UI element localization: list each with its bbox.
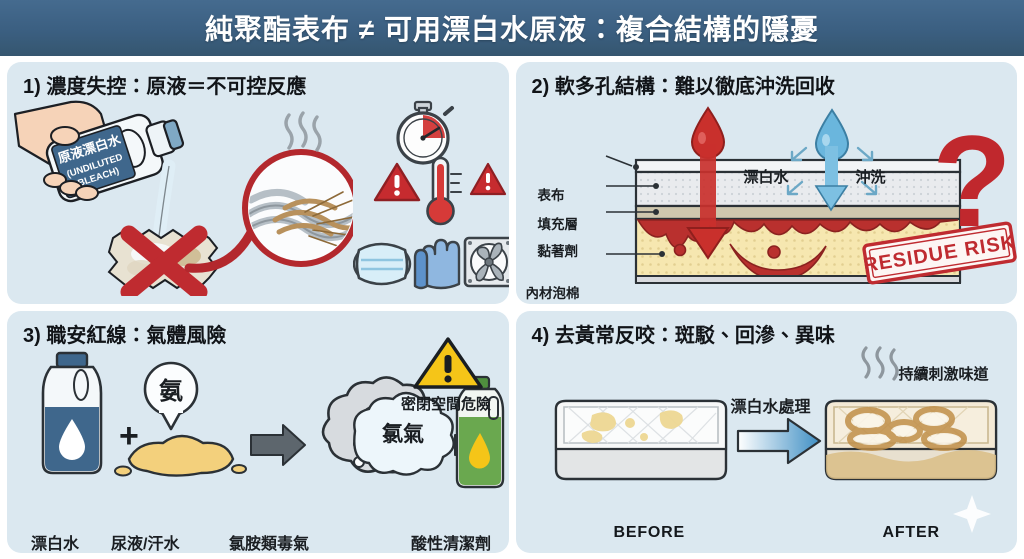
odor-note-label: 持續刺激味道 — [898, 366, 989, 383]
droplet-label-bleach: 漂白水 — [743, 169, 789, 186]
chain-label-acid-cleaner: 酸性清潔劑 — [411, 536, 492, 553]
reaction-arrow-1 — [250, 424, 306, 466]
thermometer-icon — [426, 156, 462, 226]
plus-sign: + — [119, 417, 139, 455]
process-label: 漂白水處理 — [730, 399, 811, 416]
chain-label-bleach: 漂白水 — [31, 536, 80, 553]
layer-label-foam-core: 內材泡棉 — [525, 286, 580, 301]
droplet-label-rinse: 沖洗 — [855, 169, 886, 186]
header-bar: 純聚酯表布 ≠ 可用漂白水原液：複合結構的隱憂 — [0, 0, 1024, 56]
panel-porous-structure: 2) 軟多孔結構：難以徹底沖洗回收 — [515, 62, 1017, 304]
svg-text:氯氣: 氯氣 — [382, 422, 424, 446]
after-label: AFTER — [882, 524, 940, 541]
rinse-arrow — [814, 146, 848, 212]
panel-4-title: 4) 去黃常反咬：斑駁、回滲、異味 — [531, 325, 835, 347]
panel-4-illustration — [554, 346, 997, 533]
layer-label-fill: 填充層 — [537, 217, 579, 232]
layer-label-adhesive: 黏著劑 — [537, 244, 579, 259]
page-title: 純聚酯表布 ≠ 可用漂白水原液：複合結構的隱憂 — [205, 14, 819, 45]
ammonia-bubble: 氨 — [143, 361, 199, 431]
panel-3-title: 3) 職安紅線：氣體風險 — [23, 325, 227, 347]
mattress-before — [554, 399, 727, 481]
layer-label-surface-fabric: 表布 — [537, 188, 565, 203]
chain-label-chloramine: 氯胺類毒氣 — [229, 536, 310, 553]
stopwatch-icon — [396, 100, 454, 165]
chlorine-cloud-icon: 氯氣 — [353, 391, 455, 476]
warning-triangle-icon — [469, 162, 507, 196]
odor-wave-icon — [860, 346, 899, 381]
rinse-escape-arrows — [786, 146, 877, 196]
process-arrow — [736, 417, 821, 465]
svg-text:氨: 氨 — [159, 378, 183, 405]
damage-closeup-circle — [242, 111, 353, 267]
panel-grid: 1) 濃度失控：原液＝不可控反應 原液漂白水 (UNDILUTED BLEACH… — [0, 56, 1024, 559]
urine-puddle-icon — [114, 434, 247, 477]
gloves-icon — [413, 238, 461, 290]
mattress-after — [824, 399, 997, 481]
acid-cleaner-bottle-icon — [455, 375, 505, 489]
panel-1-illustration: 原液漂白水 (UNDILUTED BLEACH) — [13, 100, 353, 296]
panel-1-title: 1) 濃度失控：原液＝不可控反應 — [23, 76, 307, 98]
panel-2-title: 2) 軟多孔結構：難以徹底沖洗回收 — [531, 76, 835, 98]
confined-space-warning-label: 密閉空間危險 — [401, 396, 492, 413]
panel-gas-risk: 3) 職安紅線：氣體風險 + 氨 — [7, 311, 509, 553]
sparkle-icon — [952, 495, 991, 533]
bleach-penetration-arrow — [685, 144, 730, 260]
confined-space-warning-icon — [413, 337, 483, 389]
panel-yellowing-backfire: 4) 去黃常反咬：斑駁、回滲、異味 — [515, 311, 1017, 553]
warning-triangle-icon — [373, 162, 421, 202]
ventilation-fan-icon — [463, 236, 509, 288]
panel-concentration: 1) 濃度失控：原液＝不可控反應 原液漂白水 (UNDILUTED BLEACH… — [7, 62, 509, 304]
panel-1-icon-cluster — [353, 100, 509, 290]
bleach-bottle-icon — [41, 351, 103, 475]
before-label: BEFORE — [613, 524, 685, 541]
panel-3-chlorine-group: 氯氣 — [353, 375, 505, 489]
panel-2-illustration: ? RESIDUE RISK — [605, 106, 1017, 285]
face-mask-icon — [353, 242, 412, 286]
chain-label-urine-sweat: 尿液/汗水 — [111, 536, 180, 553]
red-cross-mark — [120, 225, 208, 296]
